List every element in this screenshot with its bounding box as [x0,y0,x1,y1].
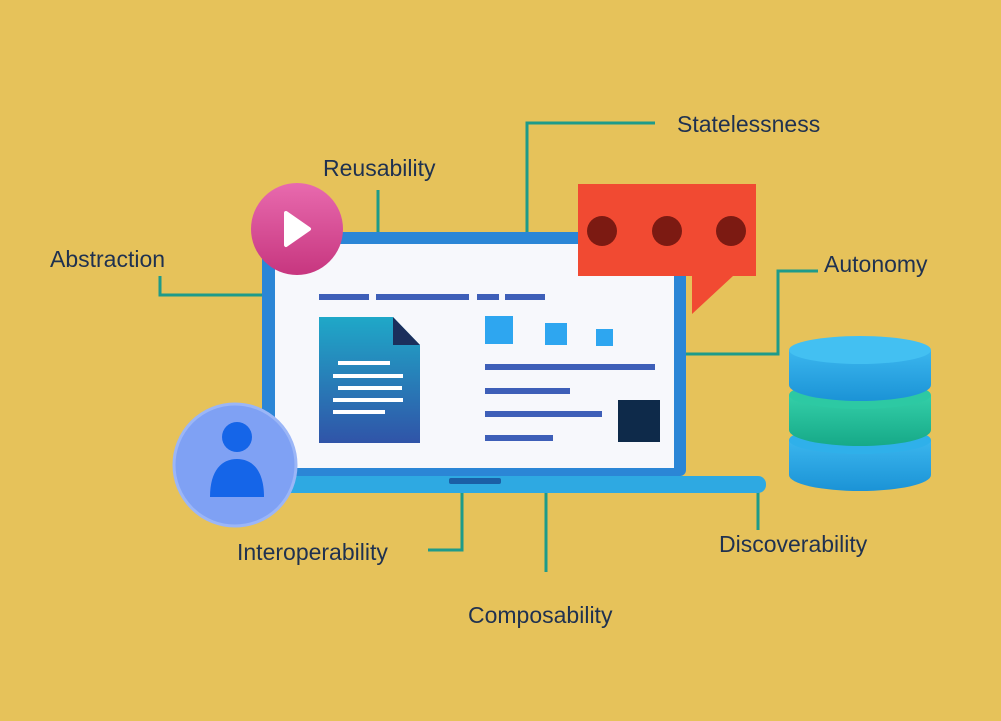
screen-header-bar [376,294,469,300]
document-icon [319,317,420,443]
connector-lines [158,121,818,572]
label-interoperability: Interoperability [237,539,388,565]
screen-list-bar [485,411,602,417]
play-icon [251,183,343,275]
connector-abstraction [158,276,262,297]
database-icon [789,336,931,491]
label-composability: Composability [468,602,613,628]
screen-list-bar [485,435,553,441]
label-autonomy: Autonomy [824,251,928,277]
screen-header-bar [319,294,369,300]
screen-dark-square [618,400,660,442]
laptop-notch [449,478,501,484]
connector-interoperability [428,492,464,552]
user-icon [172,402,298,528]
laptop-base [232,476,766,493]
screen-square [485,316,513,344]
screen-square [545,323,567,345]
screen-list-bar [485,388,570,394]
label-statelessness: Statelessness [677,111,821,137]
screen-header-bar [477,294,499,300]
screen-header-bar [505,294,545,300]
laptop-icon [232,232,766,493]
screen-list-bar [485,364,655,370]
connector-autonomy [686,269,818,356]
label-reusability: Reusability [323,155,436,181]
connector-statelessness [525,121,655,234]
label-abstraction: Abstraction [50,246,166,272]
chat-bubble-icon [578,184,756,314]
screen-square [596,329,613,346]
label-discoverability: Discoverability [719,531,868,557]
